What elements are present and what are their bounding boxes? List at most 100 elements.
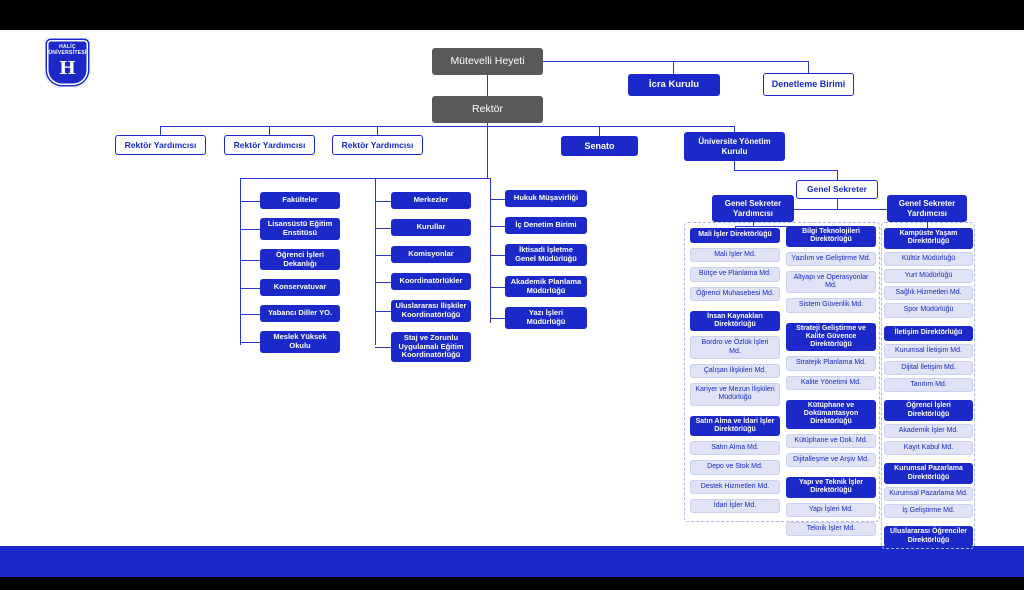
- org-node: Depo ve Stok Md.: [690, 460, 780, 475]
- org-node: Akademik Planlama Müdürlüğü: [490, 275, 587, 298]
- org-node: Mali İşler Md.: [690, 248, 780, 263]
- connector-line: [734, 170, 837, 171]
- genel-sekreter-box: Genel Sekreter: [796, 180, 878, 199]
- connector-line: [269, 126, 270, 135]
- org-node: Bütçe ve Planlama Md.: [690, 267, 780, 282]
- org-node: Destek Hizmetleri Md.: [690, 479, 780, 494]
- org-node: İletişim Direktörlüğü: [884, 325, 973, 341]
- org-node: Bilgi Teknolojileri Direktörlüğü: [786, 226, 876, 247]
- bottom-letterbox-bar: [0, 577, 1024, 590]
- connector-line: [837, 170, 838, 180]
- org-node: Konservatuvar: [240, 279, 340, 297]
- org-node: Öğrenci Muhasebesi Md.: [690, 286, 780, 301]
- connector-line: [490, 178, 491, 323]
- org-node: Mali İşler Direktörlüğü: [690, 228, 780, 243]
- top-letterbox-bar: [0, 0, 1024, 30]
- org-node: Strateji Geliştirme ve Kalite Güvence Di…: [786, 322, 876, 352]
- rektor-yardimcisi-box-2: Rektör Yardımcısı: [224, 135, 315, 155]
- org-node: Kurullar: [375, 219, 471, 236]
- org-node: Kütüphane ve Dokümantasyon Direktörlüğü: [786, 399, 876, 429]
- connector-line: [734, 126, 735, 132]
- academic-column-1: Fakülteler Lisansüstü Eğitim Enstitüsü Ö…: [240, 192, 340, 354]
- org-node: Dijitalleşme ve Arşiv Md.: [786, 452, 876, 467]
- admin-column-2: Bilgi Teknolojileri Direktörlüğü Yazılım…: [786, 226, 876, 536]
- org-node: İktisadi İşletme Genel Müdürlüğü: [490, 244, 587, 266]
- org-node: Yapı ve Teknik İşler Direktörlüğü: [786, 477, 876, 498]
- connector-line: [673, 61, 674, 74]
- academic-column-2: Merkezler Kurullar Komisyonlar Koordinat…: [375, 192, 471, 363]
- org-node: Kütüphane ve Dok. Md.: [786, 433, 876, 448]
- org-node: Kurumsal Pazarlama Direktörlüğü: [884, 463, 973, 484]
- org-node: Komisyonlar: [375, 246, 471, 263]
- admin-column-1: Mali İşler Direktörlüğü Mali İşler Md. B…: [690, 228, 780, 513]
- admin-group-frame-left: [684, 222, 880, 522]
- admin-group-frame-right: [881, 222, 975, 549]
- org-node: Bordro ve Özlük İşleri Md.: [690, 336, 780, 359]
- org-node: Kurumsal Pazarlama Md.: [884, 486, 973, 501]
- org-node: Satın Alma ve İdari İşler Direktörlüğü: [690, 415, 780, 436]
- connector-line: [753, 209, 927, 210]
- org-node: Sağlık Hizmetleri Md.: [884, 286, 973, 301]
- rektor-box: Rektör: [432, 96, 543, 123]
- org-node: Meslek Yüksek Okulu: [240, 331, 340, 354]
- logo-text-top: HALİÇ: [59, 44, 76, 50]
- senato-box: Senato: [561, 136, 638, 156]
- logo-monogram: H: [58, 57, 76, 79]
- rektor-yardimcisi-box-1: Rektör Yardımcısı: [115, 135, 206, 155]
- connector-line: [240, 178, 490, 179]
- rektor-yardimcisi-box-3: Rektör Yardımcısı: [332, 135, 423, 155]
- org-node: Merkezler: [375, 192, 471, 209]
- org-node: Kurumsal İletişim Md.: [884, 343, 973, 358]
- connector-line: [240, 178, 241, 345]
- denetleme-birimi-box: Denetleme Birimi: [763, 73, 854, 96]
- org-node: Stratejik Planlama Md.: [786, 356, 876, 371]
- org-node: Koordinatörlükler: [375, 273, 471, 290]
- org-node: Kariyer ve Mezun İlişkileri Müdürlüğü: [690, 383, 780, 406]
- logo-text-bottom: ÜNİVERSİTESİ: [48, 50, 87, 57]
- connector-line: [734, 161, 735, 170]
- icra-kurulu-box: İcra Kurulu: [628, 74, 720, 96]
- connector-line: [375, 178, 376, 345]
- connector-line: [735, 226, 831, 227]
- org-node: Çalışan İlişkileri Md.: [690, 363, 780, 378]
- academic-column-3: Hukuk Müşavirliği İç Denetim Birimi İkti…: [490, 190, 587, 330]
- org-node: Yazılım ve Geliştirme Md.: [786, 251, 876, 266]
- org-node: Teknik İşler Md.: [786, 521, 876, 536]
- org-node: Sistem Güvenlik Md.: [786, 298, 876, 313]
- connector-line: [487, 123, 488, 178]
- mutevelli-heyeti-box: Mütevelli Heyeti: [432, 48, 543, 75]
- org-node: Öğrenci İşleri Direktörlüğü: [884, 400, 973, 421]
- org-node: Yurt Müdürlüğü: [884, 268, 973, 283]
- admin-column-3: Kampüste Yaşam Direktörlüğü Kültür Müdür…: [884, 228, 973, 547]
- org-node: Satın Alma Md.: [690, 441, 780, 456]
- universite-yonetim-kurulu-box: Üniversite Yönetim Kurulu: [684, 132, 785, 161]
- org-node: Altyapı ve Operasyonlar Md.: [786, 270, 876, 294]
- org-node: Kültür Müdürlüğü: [884, 251, 973, 266]
- org-node: Fakülteler: [240, 192, 340, 209]
- org-node: Kayıt Kabul Md.: [884, 441, 973, 456]
- org-node: İç Denetim Birimi: [490, 217, 587, 234]
- connector-line: [377, 126, 378, 135]
- org-node: İnsan Kaynakları Direktörlüğü: [690, 310, 780, 332]
- connector-line: [487, 75, 488, 96]
- footer-accent-bar: [0, 546, 1024, 577]
- connector-line: [160, 126, 161, 135]
- org-node: Kampüste Yaşam Direktörlüğü: [884, 228, 973, 249]
- org-node: Akademik İşler Md.: [884, 423, 973, 438]
- org-node: Spor Müdürlüğü: [884, 303, 973, 318]
- connector-line: [808, 61, 809, 73]
- org-node: Kalite Yönetimi Md.: [786, 375, 876, 390]
- org-node: Lisansüstü Eğitim Enstitüsü: [240, 218, 340, 240]
- genel-sekreter-yardimcisi-box-2: Genel Sekreter Yardımcısı: [887, 195, 967, 222]
- connector-line: [837, 199, 838, 209]
- connector-line: [543, 61, 808, 62]
- org-node: Uluslararası Öğrenciler Direktörlüğü: [884, 526, 973, 547]
- org-node: İdari İşler Md.: [690, 498, 780, 513]
- org-node: Yapı İşleri Md.: [786, 502, 876, 517]
- org-node: Staj ve Zorunlu Uygulamalı Eğitim Koordi…: [375, 331, 471, 363]
- org-node: Öğrenci İşleri Dekanlığı: [240, 248, 340, 271]
- org-node: Uluslararası İlişkiler Koordinatörlüğü: [375, 300, 471, 322]
- university-logo: HALİÇ ÜNİVERSİTESİ H: [44, 37, 91, 88]
- org-node: Yazı İşleri Müdürlüğü: [490, 307, 587, 330]
